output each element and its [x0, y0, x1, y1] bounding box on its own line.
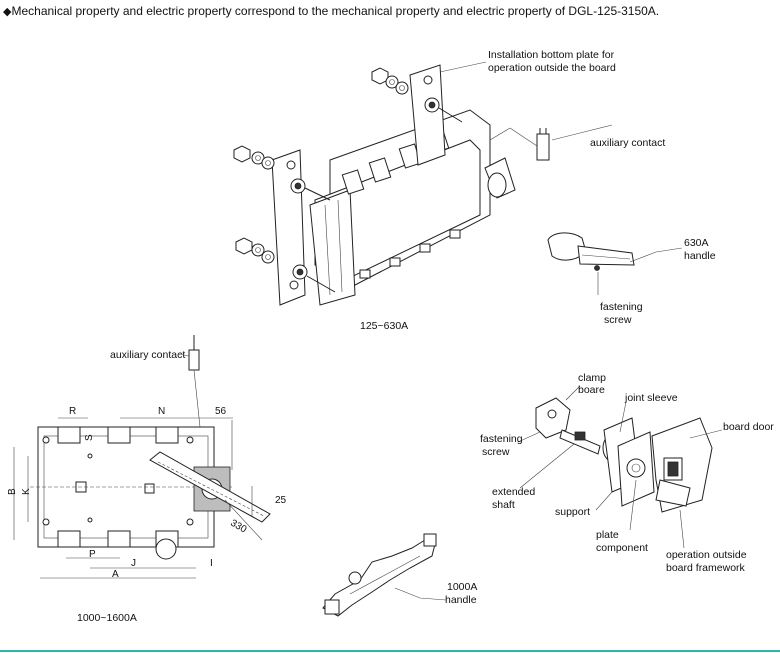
top-screws — [290, 97, 463, 293]
label-installation-bottom-plate-1: Installation bottom plate for — [488, 49, 615, 61]
label-630a: 630A — [684, 237, 709, 249]
label-auxiliary-contact-left: auxiliary contact — [110, 349, 185, 361]
dim-I: I — [210, 558, 213, 569]
nut-washer-set — [233, 67, 409, 264]
label-range-125-630a: 125~630A — [360, 320, 408, 332]
top-switch-drawing: Installation bottom plate for operation … — [233, 49, 716, 332]
label-joint-sleeve: joint sleeve — [624, 392, 678, 404]
label-fastening-top: fastening — [600, 301, 643, 313]
dim-56: 56 — [215, 406, 227, 417]
label-board-framework: board framework — [666, 562, 746, 574]
label-1000a: 1000A — [447, 581, 477, 593]
label-1000a-handle: handle — [445, 594, 477, 606]
assembly-exploded-drawing: clamp boare joint sleeve board door fast… — [480, 372, 774, 574]
dim-S: S — [84, 434, 95, 441]
label-plate: plate — [596, 529, 619, 541]
label-screw-right: screw — [482, 446, 510, 458]
label-boare: boare — [578, 384, 605, 396]
heading-text: Mechanical property and electric propert… — [11, 4, 660, 18]
label-operation-outside: operation outside — [666, 549, 747, 561]
auxiliary-contact-part — [489, 127, 550, 161]
footer-divider — [0, 650, 780, 652]
label-screw-top: screw — [604, 314, 632, 326]
dim-330: 330 — [228, 518, 248, 536]
dim-B: B — [7, 488, 18, 495]
bottom-left-dimension-drawing: auxiliary contact R N 56 S B K 25 330 P … — [7, 335, 287, 624]
label-clamp: clamp — [578, 372, 606, 384]
label-installation-bottom-plate-2: operation outside the board — [488, 62, 616, 74]
dim-J: J — [131, 558, 136, 569]
dim-K: K — [21, 488, 32, 495]
label-fastening-right: fastening — [480, 433, 523, 445]
page-heading: ◆Mechanical property and electric proper… — [3, 4, 659, 18]
handle-630a-part — [547, 232, 635, 271]
label-auxiliary-contact-top: auxiliary contact — [590, 137, 665, 149]
label-630a-handle: handle — [684, 250, 716, 262]
label-component: component — [596, 542, 648, 554]
label-extended: extended — [492, 486, 535, 498]
label-support: support — [555, 506, 590, 518]
label-board-door: board door — [723, 421, 774, 433]
diamond-bullet-icon: ◆ — [3, 6, 12, 18]
label-range-1000-1600a: 1000~1600A — [77, 612, 137, 624]
dim-R: R — [69, 406, 76, 417]
dim-P: P — [89, 549, 96, 560]
dim-25: 25 — [275, 495, 287, 506]
dim-N: N — [158, 406, 165, 417]
label-shaft: shaft — [492, 499, 515, 511]
handle-1000a-drawing: 1000A handle — [322, 533, 477, 617]
dim-A: A — [112, 569, 119, 580]
